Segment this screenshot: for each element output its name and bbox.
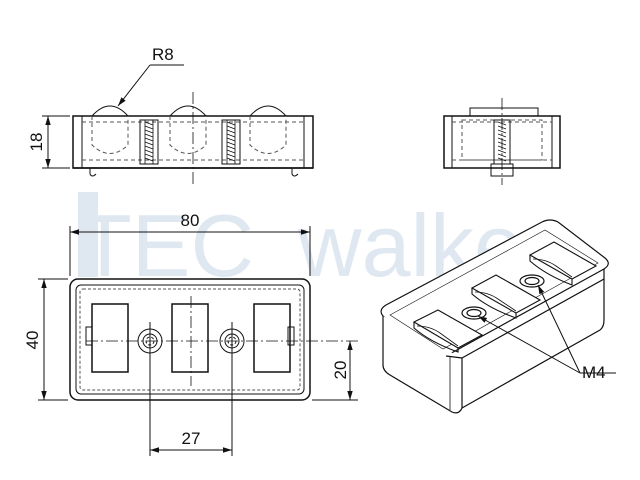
top-view bbox=[69, 278, 358, 456]
length-dimension bbox=[69, 226, 311, 276]
length-label: 80 bbox=[181, 211, 200, 230]
offset-label: 20 bbox=[331, 361, 350, 380]
side-view bbox=[443, 98, 561, 185]
isometric-view bbox=[380, 219, 609, 414]
width-dimension bbox=[38, 278, 68, 401]
height-label: 18 bbox=[27, 133, 46, 152]
radius-callout: R8 bbox=[117, 45, 184, 107]
thread-label: M4 bbox=[582, 363, 606, 382]
width-label: 40 bbox=[23, 331, 42, 350]
height-dimension bbox=[42, 115, 70, 169]
offset-dimension bbox=[312, 341, 358, 401]
spacing-label: 27 bbox=[182, 429, 201, 448]
radius-label: R8 bbox=[152, 45, 174, 64]
thread-callout bbox=[477, 284, 616, 374]
watermark-prefix: TEC bbox=[78, 196, 254, 295]
front-view bbox=[72, 92, 314, 185]
